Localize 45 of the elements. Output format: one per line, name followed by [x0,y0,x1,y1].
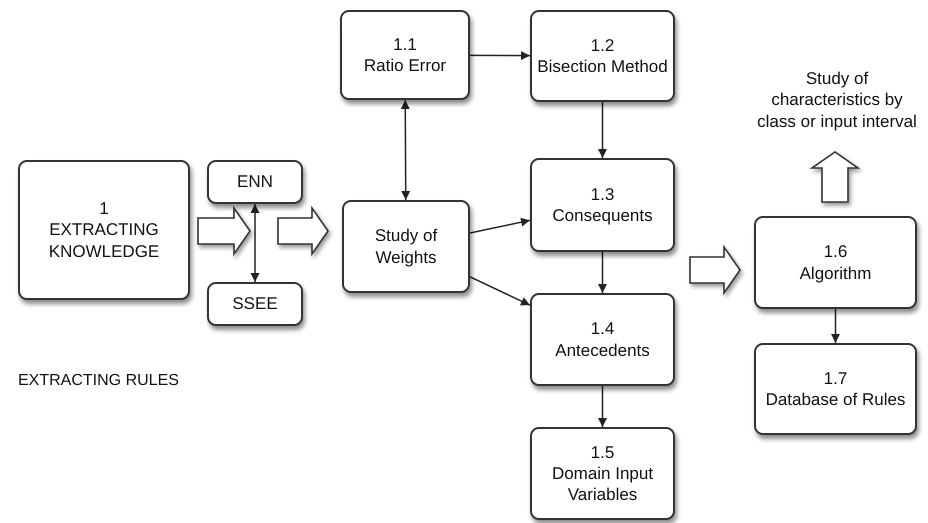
arrow [250,204,260,282]
box-label: SSEE [232,293,278,315]
block-arrow [277,205,329,257]
step-number: 1.5 [590,442,614,463]
arrow [400,100,410,200]
box-label: Ratio Error [364,55,446,76]
step-number: 1.3 [590,184,614,205]
step-number: 1.1 [393,34,417,55]
arrow [470,51,530,60]
arrow [470,218,530,234]
arrow [831,309,840,343]
box-label: Consequents [552,205,653,226]
step-number: 1.2 [590,34,614,56]
arrow [598,386,607,427]
process-box [530,427,675,520]
step-number: 1.4 [590,318,614,340]
step-number: 1.7 [824,368,848,389]
process-box [342,200,470,293]
process-box [207,160,303,204]
section-label: EXTRACTING RULES [18,372,179,390]
process-box [754,216,917,309]
process-box [18,160,190,300]
arrow [470,276,530,306]
box-label: Domain Input Variables [550,462,654,506]
box-label: Algorithm [800,262,872,284]
box-label: Antecedents [555,340,650,361]
process-box [207,282,303,326]
step-number: 1.6 [824,241,848,262]
process-box [530,158,675,252]
arrow [598,252,607,293]
step-number: 1 [99,198,109,220]
block-arrow [809,151,861,203]
box-label: ENN [237,171,273,193]
process-box [754,343,917,435]
box-label: Database of Rules [766,389,906,410]
process-box [530,10,675,102]
box-label: Study of Weights [374,225,438,268]
process-box [340,10,470,100]
block-arrow [197,205,251,257]
arrow [598,102,607,158]
process-box [530,293,675,386]
box-label: EXTRACTING KNOWLEDGE [48,219,160,262]
box-label: Bisection Method [537,56,668,78]
block-arrow [689,244,741,296]
note-text: Study of characteristics by class or input interval [752,52,922,148]
